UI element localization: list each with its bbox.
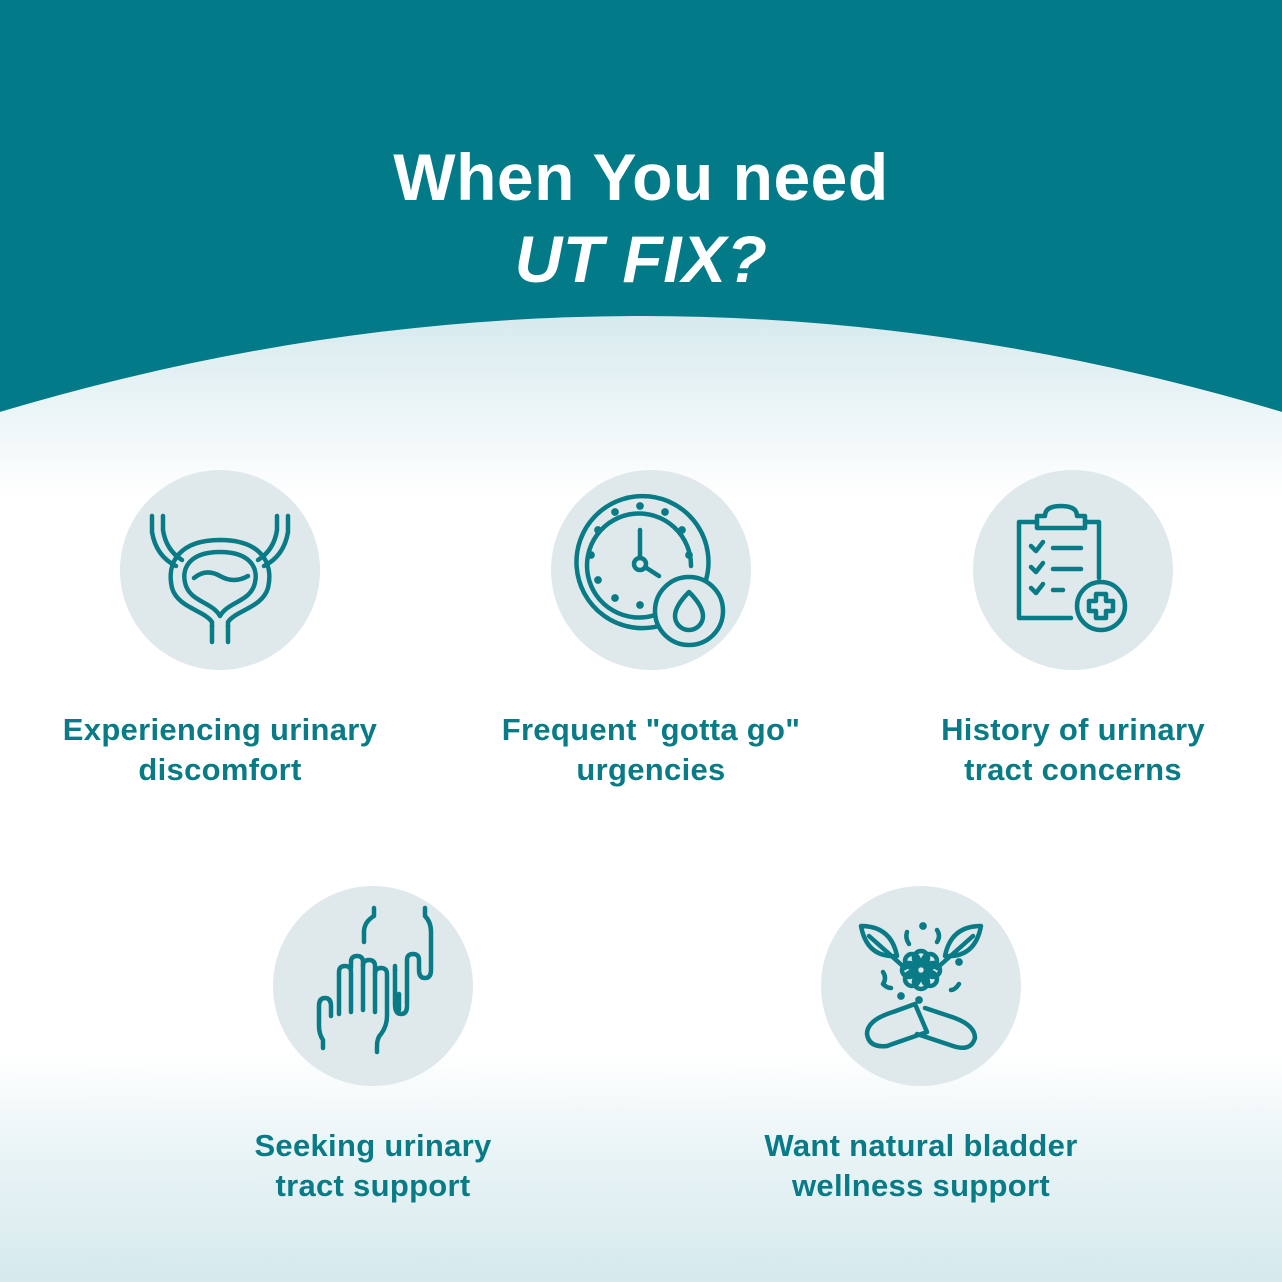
page-title: When You need UT FIX? [0,136,1282,300]
bladder-icon [149,513,291,645]
hands-support-icon [316,905,434,1055]
label-line-2: urgencies [576,752,726,787]
icon-circle [973,470,1173,670]
title-line-2: UT FIX? [514,222,768,297]
benefit-label: Experiencing urinary discomfort [0,710,440,790]
label-line-2: discomfort [138,752,302,787]
benefit-card-natural-wellness: Want natural bladder wellness support [701,886,1141,1206]
benefit-card-history: History of urinary tract concerns [853,470,1282,790]
benefit-card-urinary-discomfort: Experiencing urinary discomfort [0,470,440,790]
label-line-1: Seeking urinary [254,1128,492,1163]
icon-circle [551,470,751,670]
clipboard-medical-icon [1016,503,1128,633]
benefit-label: Frequent "gotta go" urgencies [431,710,871,790]
clock-droplet-icon [574,493,726,648]
title-line-1: When You need [393,140,889,215]
icon-circle [273,886,473,1086]
label-line-2: wellness support [791,1168,1051,1203]
label-line-1: Experiencing urinary [62,712,378,747]
label-line-1: History of urinary [941,712,1205,747]
benefit-card-tract-support: Seeking urinary tract support [153,886,593,1206]
benefit-label: Seeking urinary tract support [153,1126,593,1206]
icon-circle [821,886,1021,1086]
herbal-capsule-icon [858,922,984,1050]
label-line-1: Frequent "gotta go" [501,712,801,747]
benefit-label: Want natural bladder wellness support [701,1126,1141,1206]
icon-circle [120,470,320,670]
label-line-2: tract concerns [964,752,1182,787]
benefit-card-urgencies: Frequent "gotta go" urgencies [431,470,871,790]
label-line-1: Want natural bladder [764,1128,1078,1163]
label-line-2: tract support [275,1168,471,1203]
benefit-label: History of urinary tract concerns [853,710,1282,790]
